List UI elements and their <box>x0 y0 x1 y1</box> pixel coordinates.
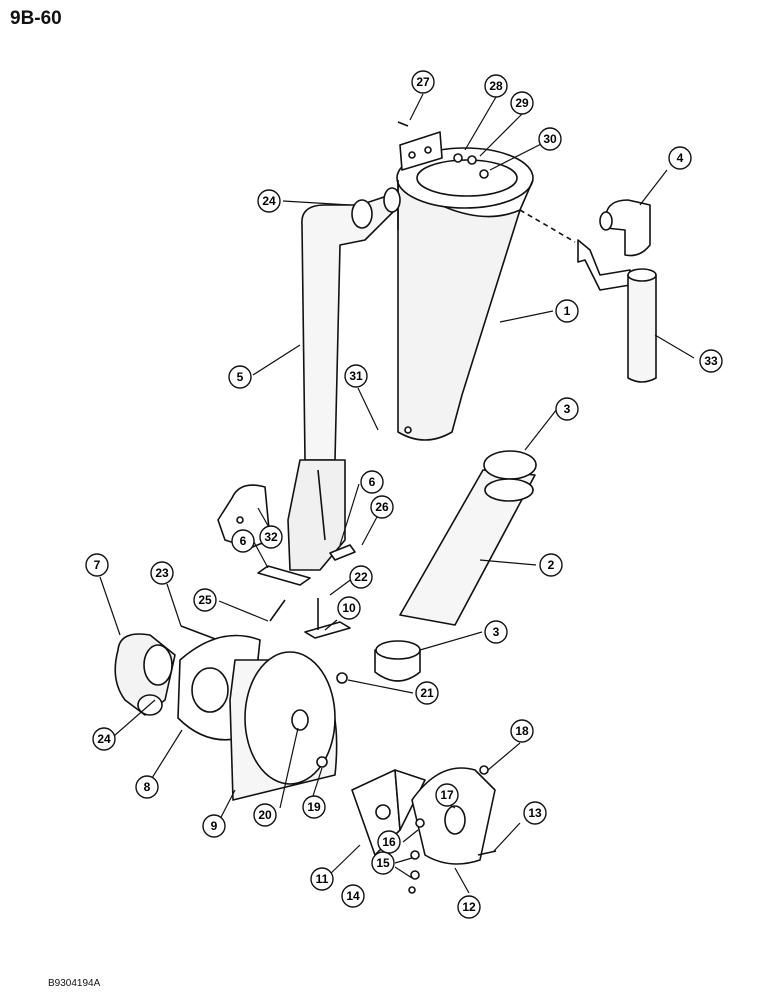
inlet-elbow <box>114 633 176 716</box>
callout: 28 <box>484 74 508 98</box>
svg-text:4: 4 <box>677 151 684 165</box>
callout: 22 <box>349 565 373 589</box>
svg-text:6: 6 <box>369 475 376 489</box>
callout: 24 <box>257 189 281 213</box>
svg-text:31: 31 <box>349 369 363 383</box>
callout: 21 <box>415 681 439 705</box>
callout: 12 <box>457 895 481 919</box>
callout: 20 <box>253 803 277 827</box>
svg-text:10: 10 <box>342 601 356 615</box>
svg-text:25: 25 <box>198 593 212 607</box>
svg-text:12: 12 <box>462 900 476 914</box>
callout: 4 <box>668 146 692 170</box>
svg-text:2: 2 <box>548 558 555 572</box>
shield-plate <box>217 484 271 549</box>
svg-text:33: 33 <box>704 354 718 368</box>
svg-text:23: 23 <box>155 566 169 580</box>
svg-text:24: 24 <box>262 194 276 208</box>
svg-text:16: 16 <box>382 835 396 849</box>
svg-text:28: 28 <box>489 79 503 93</box>
svg-text:26: 26 <box>375 500 389 514</box>
svg-text:24: 24 <box>97 732 111 746</box>
callout: 9 <box>202 814 226 838</box>
duct-base <box>287 459 346 571</box>
callout: 3 <box>555 397 579 421</box>
callouts: 1 2 3 3 4 5 6 6 7 8 9 10 11 12 13 14 15 … <box>85 70 723 919</box>
callout: 16 <box>377 830 401 854</box>
svg-text:9: 9 <box>211 819 218 833</box>
svg-text:11: 11 <box>316 872 329 886</box>
svg-text:17: 17 <box>440 788 454 802</box>
callout: 19 <box>302 795 326 819</box>
callout: 3 <box>484 620 508 644</box>
cyclone-separator <box>396 147 534 441</box>
callout: 25 <box>193 588 217 612</box>
callout: 7 <box>85 553 109 577</box>
callout: 6 <box>360 470 384 494</box>
callout: 10 <box>337 596 361 620</box>
callout: 31 <box>344 364 368 388</box>
callout: 15 <box>371 851 395 875</box>
duct-bracket <box>257 544 356 586</box>
cover-plate <box>316 756 497 894</box>
callout: 2 <box>539 553 563 577</box>
svg-text:30: 30 <box>543 132 557 146</box>
page-code: 9B-60 <box>10 8 62 29</box>
callout: 6 <box>231 529 255 553</box>
svg-text:22: 22 <box>354 570 368 584</box>
air-duct <box>301 187 401 461</box>
callout: 11 <box>310 867 334 891</box>
svg-text:14: 14 <box>346 889 360 903</box>
document-code: B9304194A <box>48 978 101 989</box>
svg-text:18: 18 <box>515 724 529 738</box>
svg-text:21: 21 <box>420 686 434 700</box>
callout: 26 <box>370 495 394 519</box>
callout: 29 <box>510 91 534 115</box>
mounting-plate <box>180 598 351 684</box>
svg-text:19: 19 <box>307 800 321 814</box>
lower-tube <box>399 450 537 626</box>
callout: 18 <box>510 719 534 743</box>
callout: 27 <box>411 70 435 94</box>
svg-text:1: 1 <box>564 304 571 318</box>
callout: 5 <box>228 365 252 389</box>
callout: 8 <box>135 775 159 799</box>
svg-text:29: 29 <box>515 96 529 110</box>
callout: 32 <box>259 525 283 549</box>
svg-text:20: 20 <box>258 808 272 822</box>
callout: 30 <box>538 127 562 151</box>
svg-text:6: 6 <box>240 534 247 548</box>
callout: 17 <box>435 783 459 807</box>
vertical-pipe <box>627 268 657 383</box>
svg-text:8: 8 <box>144 780 151 794</box>
callout: 33 <box>699 349 723 373</box>
svg-text:27: 27 <box>416 75 430 89</box>
callout: 24 <box>92 727 116 751</box>
callout: 1 <box>555 299 579 323</box>
svg-text:5: 5 <box>237 370 244 384</box>
svg-text:13: 13 <box>528 806 542 820</box>
callout: 14 <box>341 884 365 908</box>
blower-housing <box>229 651 338 801</box>
elbow-pipe <box>599 199 651 257</box>
svg-text:3: 3 <box>493 625 500 639</box>
svg-text:3: 3 <box>564 402 571 416</box>
svg-text:32: 32 <box>264 530 278 544</box>
collar-lower <box>374 640 421 682</box>
mounting-bracket-top <box>397 121 489 179</box>
callout: 13 <box>523 801 547 825</box>
callout: 23 <box>150 561 174 585</box>
svg-text:15: 15 <box>376 856 390 870</box>
svg-text:7: 7 <box>94 558 101 572</box>
